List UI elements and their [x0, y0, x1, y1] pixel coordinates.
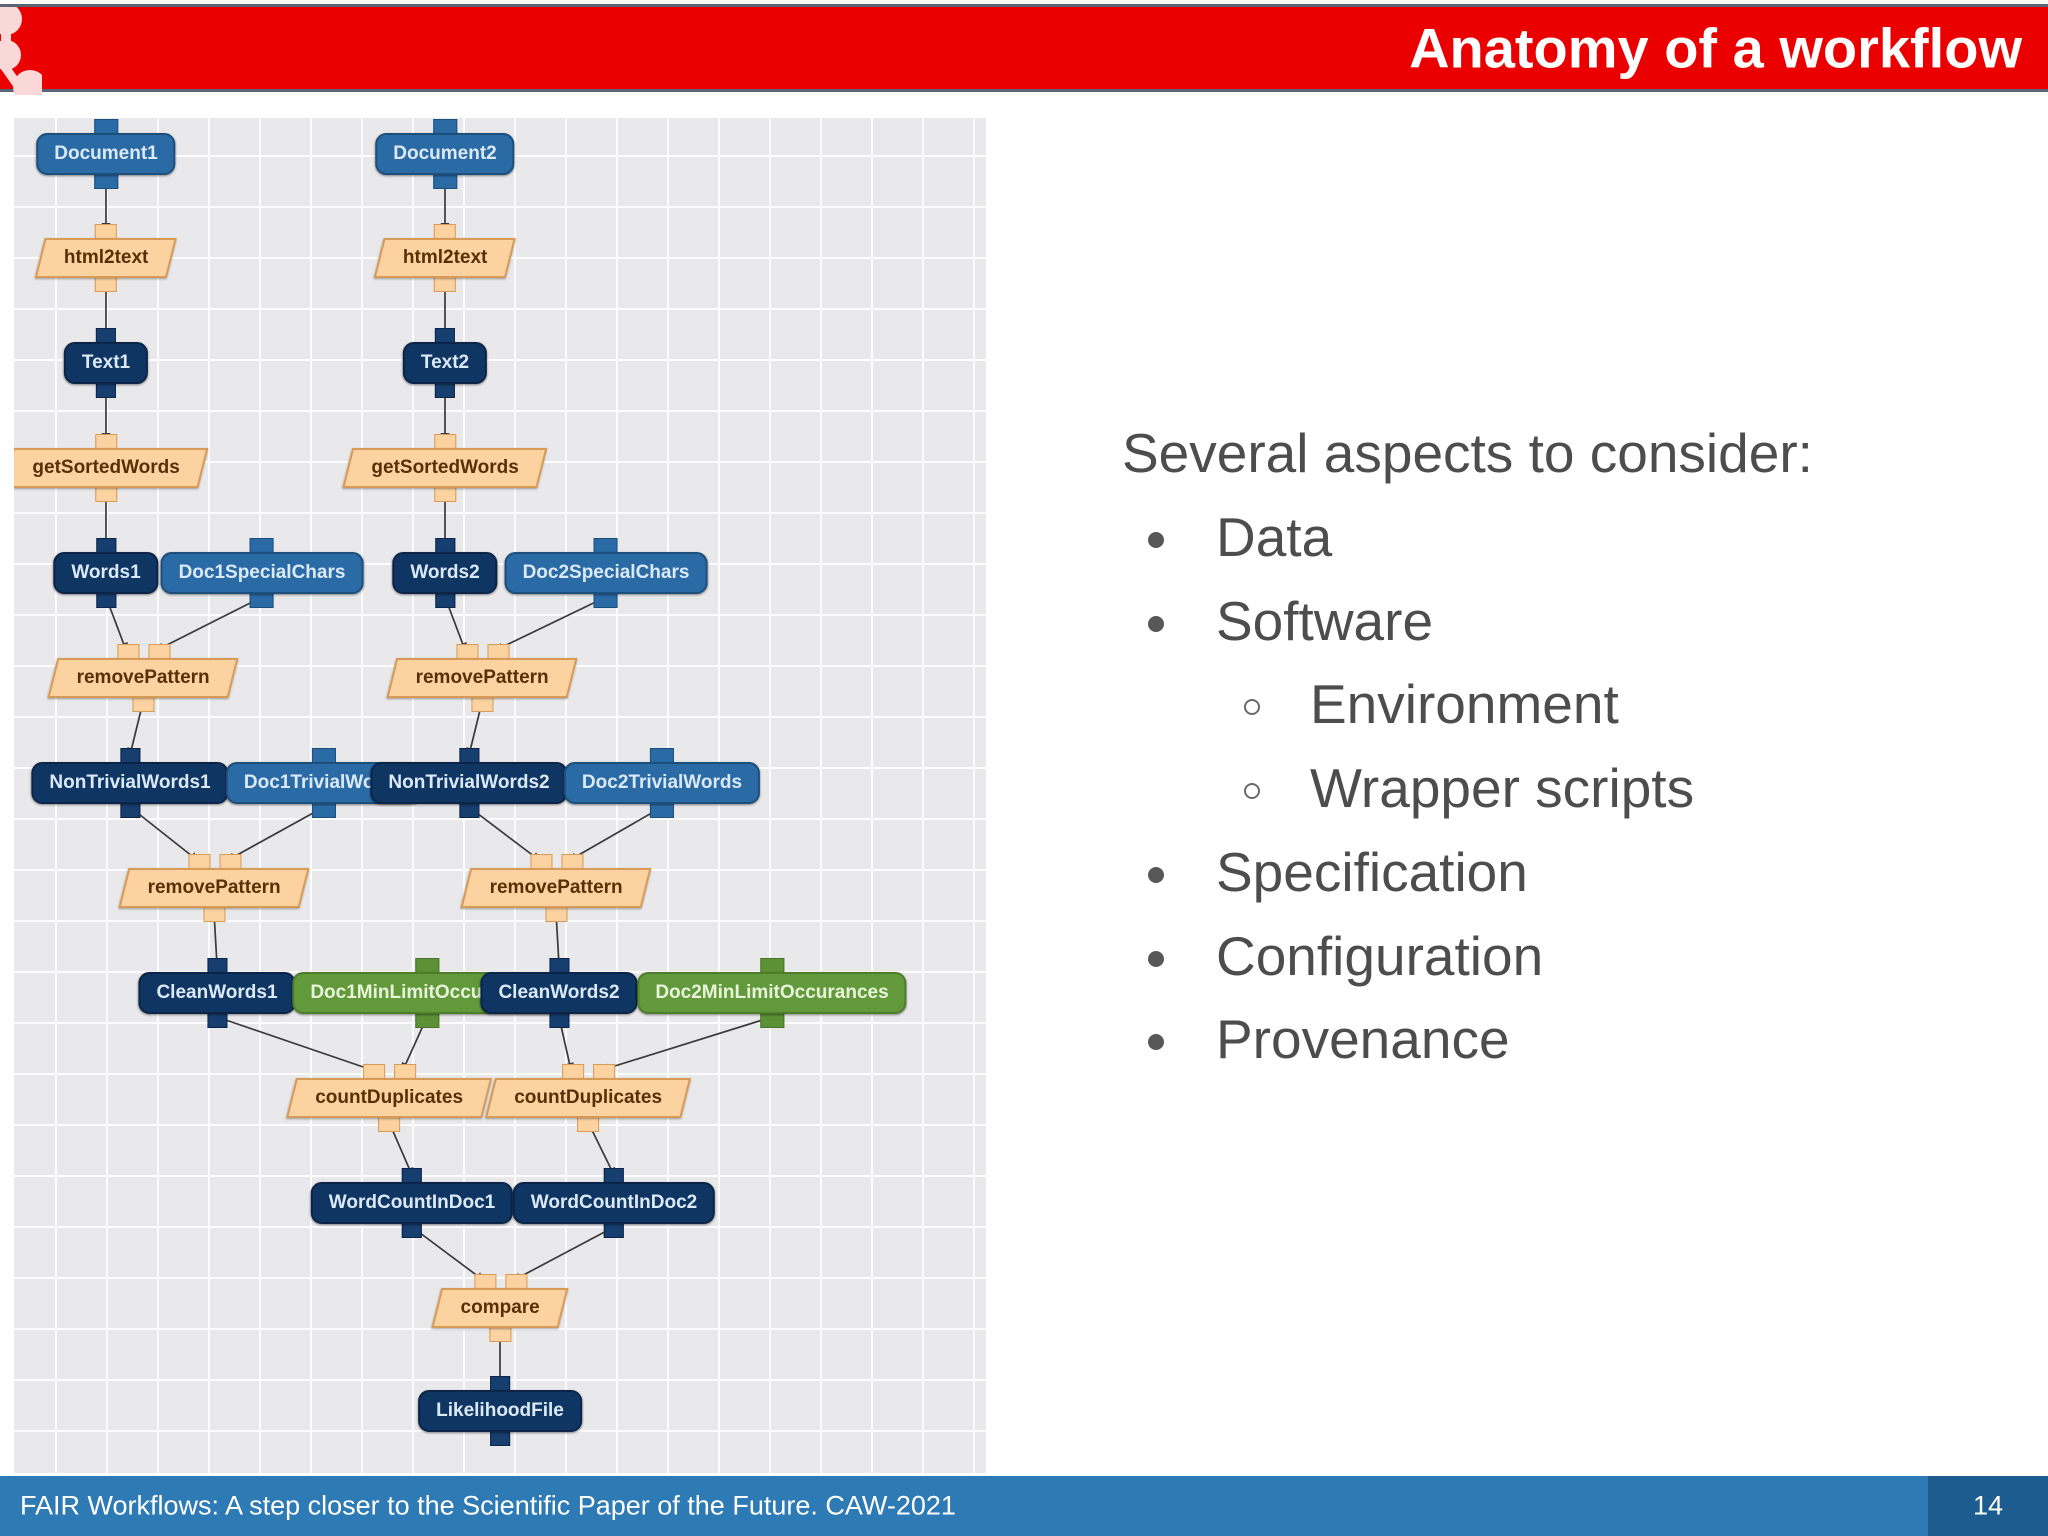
workflow-node-doc2minlimitoccurances[interactable]: Doc2MinLimitOccurances — [637, 958, 907, 1028]
node-label: Doc2TrivialWords — [563, 762, 761, 804]
node-label: Doc1SpecialChars — [160, 552, 364, 594]
node-label: CleanWords1 — [138, 972, 296, 1014]
node-label: NonTrivialWords1 — [31, 762, 229, 804]
workflow-node-doc2trivialwords[interactable]: Doc2TrivialWords — [563, 748, 761, 818]
list-item: Provenance — [1122, 1008, 2022, 1071]
workflow-node-doc1specialchars[interactable]: Doc1SpecialChars — [160, 538, 364, 608]
workflow-node-html2text2[interactable]: html2text — [373, 224, 517, 292]
list-item-label: Software — [1216, 589, 1434, 652]
node-label: removePattern — [386, 658, 578, 698]
title-bar: Anatomy of a workflow — [0, 4, 2048, 95]
node-label: Doc2SpecialChars — [504, 552, 708, 594]
workflow-node-doc2specialchars[interactable]: Doc2SpecialChars — [504, 538, 708, 608]
workflow-node-removepattern3[interactable]: removePattern — [118, 854, 310, 922]
list-item-label: Environment — [1310, 673, 1619, 736]
workflow-node-wordcountindoc2[interactable]: WordCountInDoc2 — [512, 1168, 716, 1238]
bullet-dot-icon — [1148, 615, 1164, 632]
list-item: Specification — [1122, 840, 2022, 903]
list-item-label: Specification — [1216, 840, 1528, 903]
node-label: countDuplicates — [286, 1078, 492, 1118]
workflow-node-cleanwords1[interactable]: CleanWords1 — [138, 958, 296, 1028]
workflow-node-nontrivialwords2[interactable]: NonTrivialWords2 — [370, 748, 568, 818]
workflow-node-removepattern1[interactable]: removePattern — [47, 644, 239, 712]
workflow-node-nontrivialwords1[interactable]: NonTrivialWords1 — [31, 748, 229, 818]
page-title: Anatomy of a workflow — [1409, 16, 2022, 80]
node-label: Text2 — [402, 342, 488, 384]
workflow-node-removepattern4[interactable]: removePattern — [460, 854, 652, 922]
workflow-node-words2[interactable]: Words2 — [392, 538, 498, 608]
workflow-node-document1[interactable]: Document1 — [36, 119, 176, 189]
node-label: html2text — [34, 238, 178, 278]
node-label: removePattern — [47, 658, 239, 698]
list-item-label: Data — [1216, 505, 1333, 568]
bullet-dot-icon — [1148, 531, 1164, 548]
node-label: Words2 — [392, 552, 498, 594]
list-item-label: Wrapper scripts — [1310, 757, 1695, 819]
node-label: Text1 — [63, 342, 149, 384]
node-label: Words1 — [53, 552, 159, 594]
workflow-node-words1[interactable]: Words1 — [53, 538, 159, 608]
list-item-label: Configuration — [1216, 924, 1544, 987]
node-label: NonTrivialWords2 — [370, 762, 568, 804]
bullet-dot-icon — [1148, 950, 1164, 967]
workflow-node-text2[interactable]: Text2 — [402, 328, 488, 398]
node-label: removePattern — [118, 868, 310, 908]
footer-bar: FAIR Workflows: A step closer to the Sci… — [0, 1473, 2048, 1536]
list-lead-text: Several aspects to consider: — [1122, 422, 1813, 484]
footer-text: FAIR Workflows: A step closer to the Sci… — [20, 1490, 956, 1521]
list-item: Data — [1122, 505, 2022, 568]
bullet-dot-icon — [1148, 866, 1164, 883]
workflow-node-html2text1[interactable]: html2text — [34, 224, 178, 292]
node-label: WordCountInDoc1 — [310, 1182, 514, 1224]
page-number-box: 14 — [1928, 1476, 2048, 1536]
node-label: WordCountInDoc2 — [512, 1182, 716, 1224]
bullet-ring-icon — [1244, 783, 1260, 799]
workflow-node-document2[interactable]: Document2 — [375, 119, 515, 189]
list-item: Configuration — [1122, 924, 2022, 987]
node-label: compare — [431, 1288, 569, 1328]
bullet-ring-icon — [1244, 699, 1260, 716]
workflow-node-compare[interactable]: compare — [431, 1274, 569, 1342]
node-label: LikelihoodFile — [418, 1390, 582, 1432]
workflow-node-cleanwords2[interactable]: CleanWords2 — [480, 958, 638, 1028]
bullet-dot-icon — [1148, 1034, 1164, 1051]
workflow-node-getsortedwords1[interactable]: getSortedWords — [14, 434, 209, 502]
node-label: Document2 — [375, 133, 515, 175]
network-graph-icon — [0, 7, 42, 95]
node-label: Doc2MinLimitOccurances — [637, 972, 907, 1014]
workflow-node-wordcountindoc1[interactable]: WordCountInDoc1 — [310, 1168, 514, 1238]
workflow-node-likelihoodfile[interactable]: LikelihoodFile — [418, 1376, 582, 1446]
node-label: html2text — [373, 238, 517, 278]
workflow-node-countduplicates1[interactable]: countDuplicates — [286, 1064, 492, 1132]
node-label: countDuplicates — [485, 1078, 691, 1118]
list-item-label: Provenance — [1216, 1008, 1510, 1071]
node-label: Document1 — [36, 133, 176, 175]
node-label: getSortedWords — [14, 448, 209, 488]
list-item: Software — [1122, 589, 2022, 652]
list-item: Environment — [1122, 673, 2022, 736]
node-label: getSortedWords — [342, 448, 548, 488]
workflow-node-removepattern2[interactable]: removePattern — [386, 644, 578, 712]
workflow-node-text1[interactable]: Text1 — [63, 328, 149, 398]
workflow-node-getsortedwords2[interactable]: getSortedWords — [342, 434, 548, 502]
list-item: Wrapper scripts — [1122, 757, 2022, 819]
page-number: 14 — [1972, 1490, 2004, 1521]
node-label: CleanWords2 — [480, 972, 638, 1014]
node-label: removePattern — [460, 868, 652, 908]
workflow-node-countduplicates2[interactable]: countDuplicates — [485, 1064, 691, 1132]
